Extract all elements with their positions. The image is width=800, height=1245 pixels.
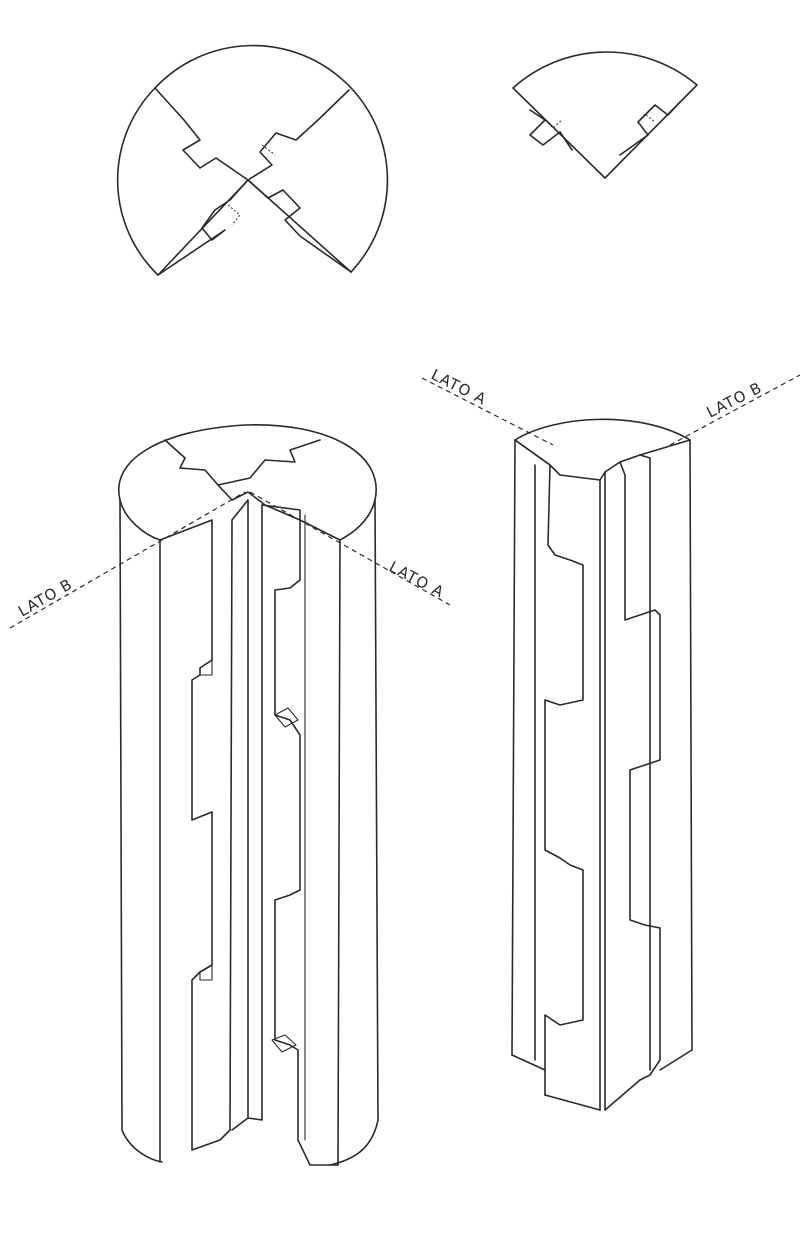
right-lato-a-label: LATO A	[428, 366, 489, 409]
left-lato-b-label: LATO B	[15, 575, 76, 621]
right-lato-b-axis	[669, 374, 800, 446]
quarter-column-isometric	[511, 418, 693, 1111]
left-lato-a-label: LATO A	[386, 558, 447, 602]
plan-view-three-quarter-section	[116, 44, 389, 276]
right-lato-b-label: LATO B	[704, 378, 765, 421]
cylinder-three-quarter-isometric	[117, 424, 379, 1166]
right-lato-a-axis	[421, 377, 554, 446]
left-lato-b-axis	[9, 491, 246, 629]
left-lato-a-axis	[249, 491, 451, 606]
plan-view-quarter-section	[512, 51, 698, 179]
